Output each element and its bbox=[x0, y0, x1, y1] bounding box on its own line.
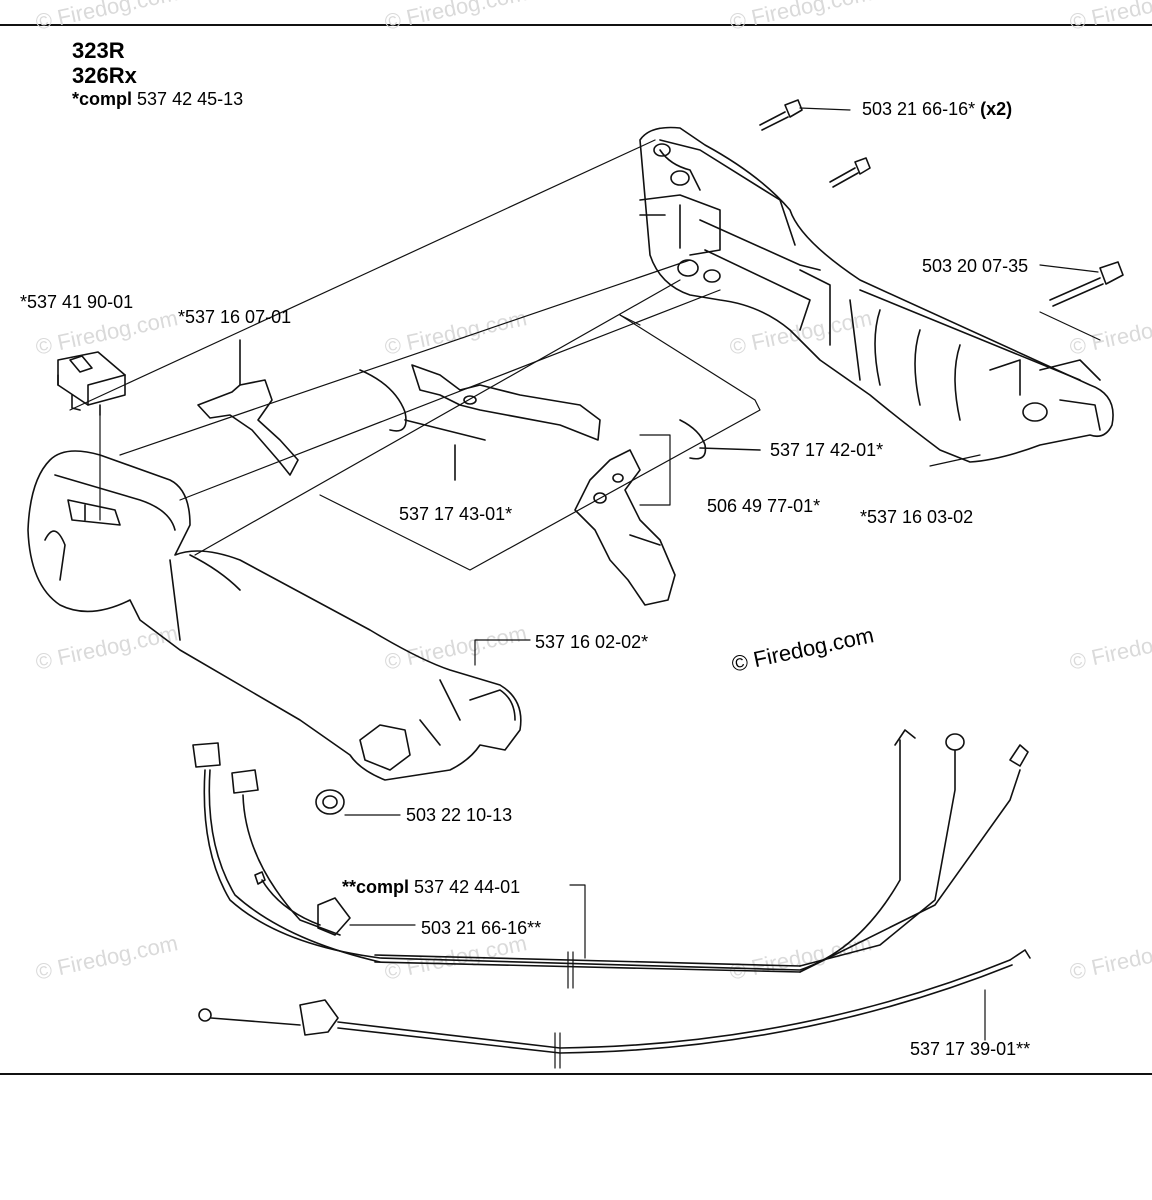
leader-line bbox=[1040, 312, 1100, 340]
complete-kit-number: *compl 537 42 45-13 bbox=[72, 89, 244, 109]
part-label-lockout: *537 16 07-01 bbox=[178, 307, 292, 327]
model-name: 326Rx bbox=[72, 63, 137, 88]
leader-line bbox=[475, 640, 530, 665]
throttle-cable bbox=[199, 950, 1030, 1053]
throttle-rod bbox=[412, 365, 600, 440]
throttle-trigger bbox=[575, 450, 675, 605]
part-label-main-handle: 537 16 02-02* bbox=[535, 632, 649, 652]
screw-middle bbox=[830, 158, 870, 187]
part-label-handle-half: *537 16 03-02 bbox=[860, 507, 974, 527]
screw-top bbox=[760, 100, 802, 130]
stop-switch bbox=[58, 352, 125, 415]
top-rule bbox=[0, 24, 1152, 26]
assembly-guide-lines bbox=[70, 140, 760, 570]
spring-right bbox=[680, 420, 760, 459]
part-label-nut: 503 22 10-13 bbox=[406, 805, 513, 825]
leader-line bbox=[570, 885, 585, 958]
part-label-spring-right: 537 17 42-01* bbox=[770, 440, 884, 460]
wiring-harness bbox=[193, 730, 1028, 972]
part-label-screw-harness: 503 21 66-16** bbox=[421, 918, 542, 938]
screw-right bbox=[1050, 262, 1123, 306]
nut bbox=[316, 790, 344, 814]
model-name: 323R bbox=[72, 38, 125, 63]
part-label-screw-right: 503 20 07-35 bbox=[922, 256, 1029, 276]
part-label-spring-left: 537 17 43-01* bbox=[399, 504, 513, 524]
part-label-harness: **compl 537 42 44-01 bbox=[342, 877, 521, 897]
part-label-trigger: 506 49 77-01* bbox=[707, 496, 821, 516]
main-handle bbox=[28, 451, 521, 780]
part-label-switch: *537 41 90-01 bbox=[20, 292, 134, 312]
leader-line bbox=[1040, 265, 1098, 272]
throttle-lockout bbox=[198, 340, 298, 475]
leader-line bbox=[930, 455, 980, 466]
part-label-throttle-cable: 537 17 39-01** bbox=[910, 1039, 1031, 1059]
leader-bracket bbox=[640, 435, 670, 505]
leader-line bbox=[800, 108, 850, 110]
spring-left bbox=[360, 370, 485, 480]
part-label-screw-top: 503 21 66-16* (x2) bbox=[862, 99, 1013, 119]
rear-handle-half bbox=[640, 128, 1113, 463]
bottom-rule bbox=[0, 1073, 1152, 1075]
page-header: 323R 326Rx *compl 537 42 45-13 bbox=[72, 38, 244, 109]
